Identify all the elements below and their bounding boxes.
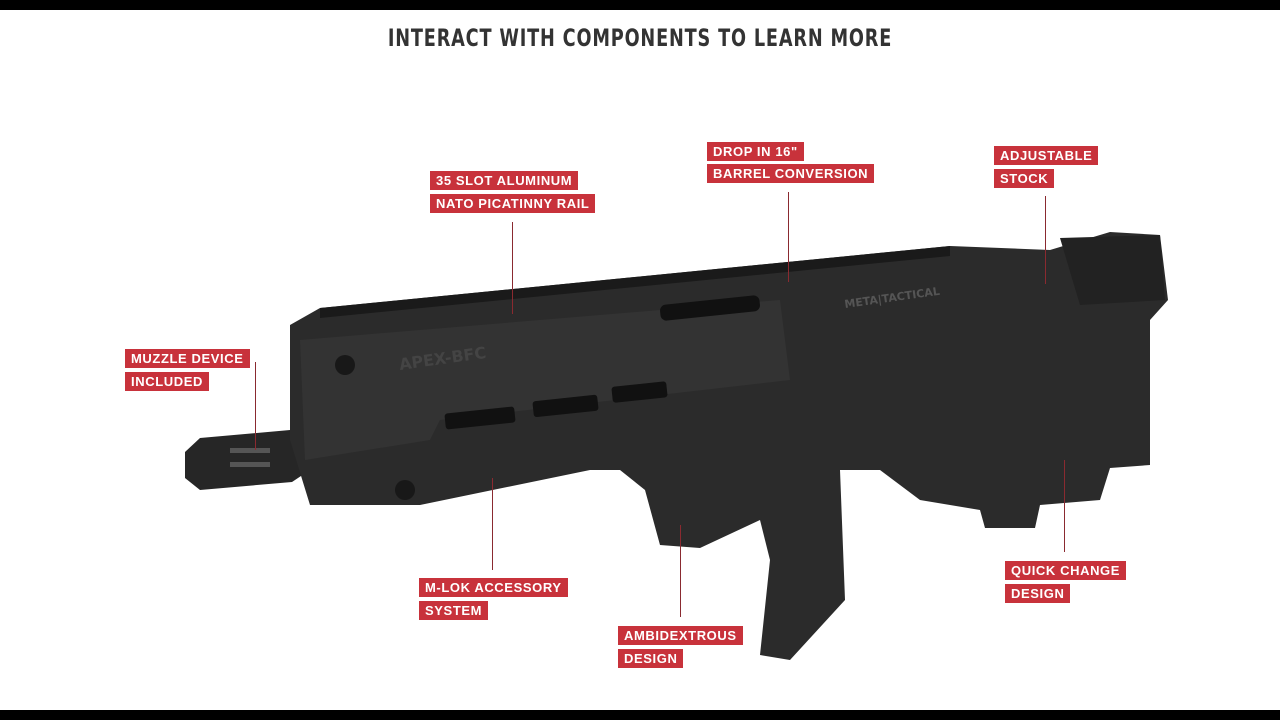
muzzle-label-line1[interactable]: MUZZLE DEVICE xyxy=(125,349,250,368)
quick-label-line1[interactable]: QUICK CHANGE xyxy=(1005,561,1127,580)
stock-connector-line xyxy=(1045,196,1046,284)
quick-label-line2[interactable]: DESIGN xyxy=(1005,584,1071,603)
quick-connector-line xyxy=(1064,460,1065,552)
rail-label-line1[interactable]: 35 SLOT ALUMINUM xyxy=(430,171,579,190)
rifle-body: APEX-BFC META|TACTICAL xyxy=(290,232,1168,660)
mlok-label-line2[interactable]: SYSTEM xyxy=(419,601,489,620)
muzzle-connector-line xyxy=(255,362,256,450)
rail-label-line2[interactable]: NATO PICATINNY RAIL xyxy=(430,194,596,213)
stock-label-line1[interactable]: ADJUSTABLE xyxy=(994,146,1099,165)
ambi-label-line2[interactable]: DESIGN xyxy=(618,649,684,668)
mlok-connector-line xyxy=(492,478,493,570)
top-bar xyxy=(0,0,1280,10)
ambi-connector-line xyxy=(680,525,681,617)
barrel-label-line2[interactable]: BARREL CONVERSION xyxy=(707,164,875,183)
bottom-bar xyxy=(0,710,1280,720)
stock-label-line2[interactable]: STOCK xyxy=(994,169,1055,188)
barrel-label-line1[interactable]: DROP IN 16" xyxy=(707,142,804,161)
barrel-connector-line xyxy=(788,192,789,282)
ambi-label-line1[interactable]: AMBIDEXTROUS xyxy=(618,626,743,645)
muzzle-label-line2[interactable]: INCLUDED xyxy=(125,372,209,391)
page-title: INTERACT WITH COMPONENTS TO LEARN MORE xyxy=(387,24,893,52)
rail-connector-line xyxy=(512,222,513,314)
mlok-label-line1[interactable]: M-LOK ACCESSORY xyxy=(419,578,568,597)
